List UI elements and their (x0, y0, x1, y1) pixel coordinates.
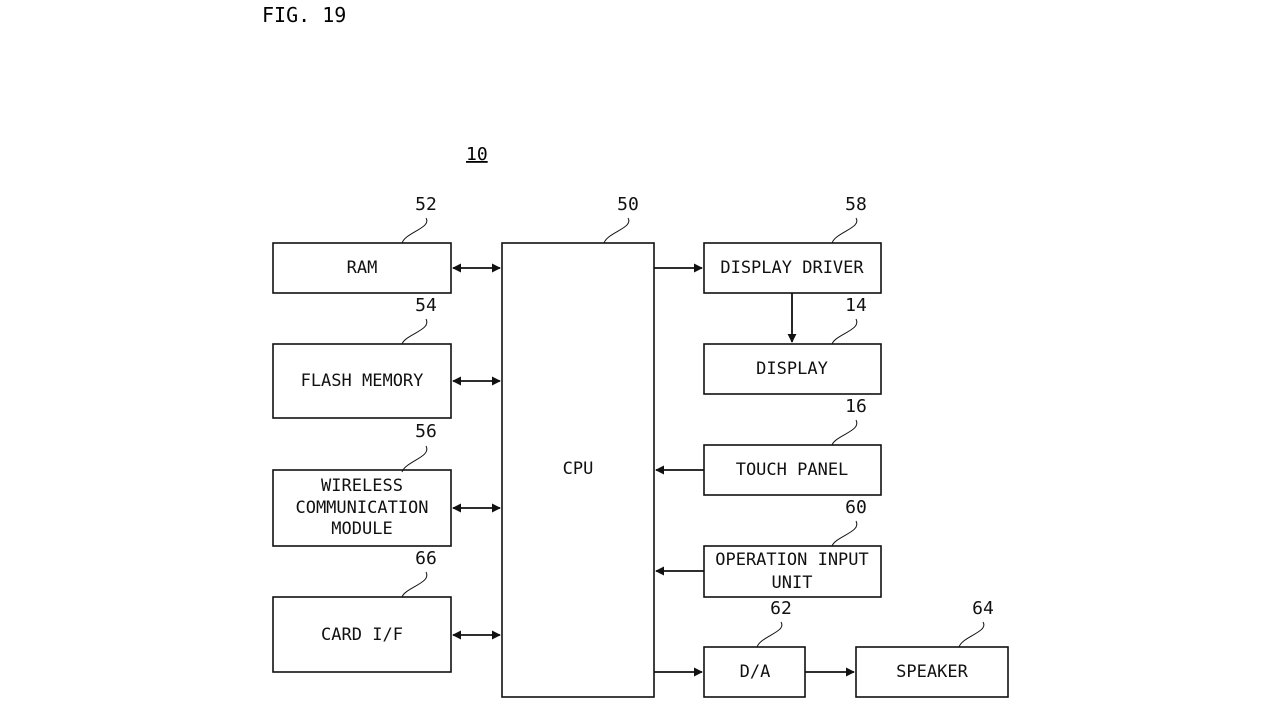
cpu-block: CPU 50 (501, 194, 655, 698)
operation-input-leader-line (831, 520, 858, 547)
flash-memory-leader-line (401, 318, 428, 345)
speaker-box (855, 646, 1009, 698)
wireless-module-leader-line (401, 445, 428, 473)
flash-memory-block: FLASH MEMORY 54 (272, 295, 452, 419)
ram-label: RAM (347, 258, 378, 278)
da-label: D/A (740, 662, 771, 682)
touch-panel-label: TOUCH PANEL (736, 460, 849, 480)
speaker-label: SPEAKER (896, 662, 968, 682)
display-driver-ref-number: 58 (845, 194, 867, 215)
ram-box (272, 242, 452, 294)
operation-input-label-line-1: OPERATION INPUT (715, 550, 869, 570)
card-if-leader-line (401, 571, 428, 598)
flash-memory-ref-number: 54 (415, 295, 437, 316)
card-if-ref-number: 66 (415, 548, 437, 569)
display-driver-block: DISPLAY DRIVER 58 (703, 194, 882, 294)
flash-memory-label: FLASH MEMORY (301, 371, 424, 391)
display-driver-leader-line (831, 217, 858, 244)
wireless-module-label-line-3: MODULE (331, 519, 392, 539)
display-ref-number: 14 (845, 295, 867, 316)
card-if-block: CARD I/F 66 (272, 548, 452, 673)
display-driver-box (703, 242, 882, 294)
display-box (703, 343, 882, 395)
display-label: DISPLAY (756, 359, 828, 379)
touch-panel-leader-line (831, 419, 858, 446)
touch-panel-ref-number: 16 (845, 396, 867, 417)
ram-ref-number: 52 (415, 194, 437, 215)
wireless-module-box (272, 469, 452, 547)
cpu-label: CPU (563, 459, 594, 479)
connection-arrows (452, 263, 855, 677)
display-leader-line (831, 318, 858, 345)
operation-input-box (703, 545, 882, 598)
da-block: D/A 62 (703, 598, 806, 698)
da-ref-number: 62 (770, 598, 792, 619)
speaker-leader-line (958, 621, 985, 648)
wireless-module-label-line-1: WIRELESS (321, 476, 403, 496)
cpu-box (501, 242, 655, 698)
operation-input-label-line-2: UNIT (772, 573, 813, 593)
ram-leader-line (401, 217, 428, 244)
operation-input-block: OPERATION INPUT UNIT 60 (703, 497, 882, 598)
figure-title: FIG. 19 (262, 3, 346, 27)
card-if-box (272, 596, 452, 673)
cpu-ref-number: 50 (617, 194, 639, 215)
system-reference-number: 10 (466, 144, 488, 165)
speaker-ref-number: 64 (972, 598, 994, 619)
ram-block: RAM 52 (272, 194, 452, 294)
wireless-module-label-line-2: COMMUNICATION (295, 498, 428, 518)
cpu-leader-line (603, 217, 630, 244)
wireless-module-block: WIRELESS COMMUNICATION MODULE 56 (272, 421, 452, 547)
da-leader-line (756, 621, 783, 648)
card-if-label: CARD I/F (321, 625, 403, 645)
display-block: DISPLAY 14 (703, 295, 882, 395)
flash-memory-box (272, 343, 452, 419)
wireless-module-ref-number: 56 (415, 421, 437, 442)
touch-panel-block: TOUCH PANEL 16 (703, 396, 882, 496)
speaker-block: SPEAKER 64 (855, 598, 1009, 698)
display-driver-label: DISPLAY DRIVER (720, 258, 864, 278)
operation-input-ref-number: 60 (845, 497, 867, 518)
